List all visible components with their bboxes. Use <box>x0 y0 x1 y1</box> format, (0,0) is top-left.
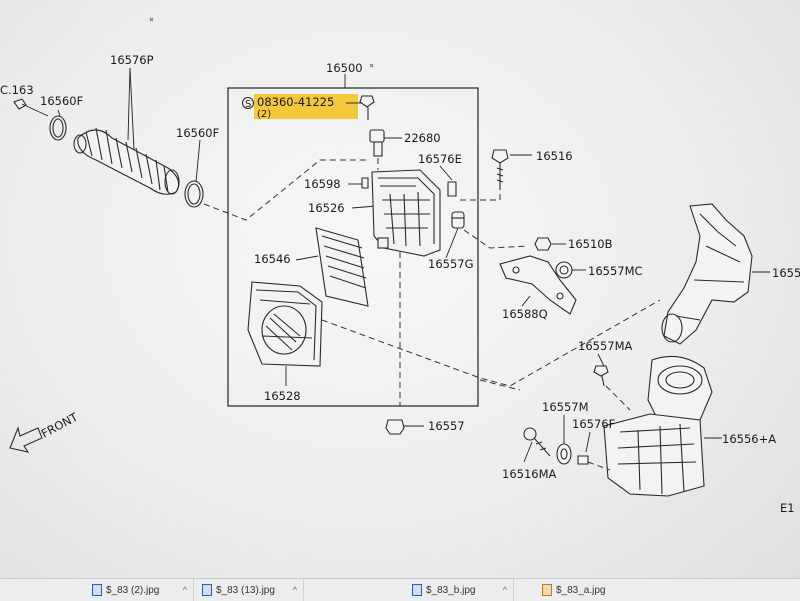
label-16557g: 16557G <box>428 257 474 271</box>
taskbar-item-label: $_83_b.jpg <box>426 584 476 596</box>
grommet-16557mc <box>555 261 573 279</box>
highlight-marker <box>254 94 358 119</box>
label-16528: 16528 <box>264 389 301 403</box>
nut-16510b <box>534 237 552 251</box>
taskbar-item-label: $_83 (13).jpg <box>216 584 275 596</box>
label-16557mc: 16557MC <box>588 264 643 278</box>
chevron-up-icon: ^ <box>502 585 507 595</box>
grommet-16598 <box>361 177 369 189</box>
label-16557m: 16557M <box>542 400 589 414</box>
taskbar-item-2[interactable]: $_83 (13).jpg ^ <box>194 579 304 601</box>
label-16516: 16516 <box>536 149 573 163</box>
airflow-sensor <box>369 129 385 157</box>
taskbar-item-1[interactable]: $_83 (2).jpg ^ <box>84 579 194 601</box>
taskbar-item-4[interactable]: $_83_a.jpg <box>534 579 610 601</box>
upper-housing <box>371 169 441 257</box>
intake-duct <box>73 127 180 195</box>
label-front: FRONT <box>39 409 81 440</box>
label-16576f: 16576F <box>572 417 615 431</box>
bracket-16576f <box>577 455 589 465</box>
bracket-16588q <box>499 255 577 315</box>
taskbar-item-label: $_83 (2).jpg <box>106 584 160 596</box>
taskbar-item-3[interactable]: $_83_b.jpg ^ <box>404 579 514 601</box>
label-bolt-code: 08360-41225 <box>257 95 334 109</box>
front-arrow-icon <box>9 426 43 453</box>
image-file-icon <box>542 584 552 596</box>
label-16556a: 16556+A <box>722 432 776 446</box>
resonator <box>603 355 713 497</box>
label-16510b: 16510B <box>568 237 613 251</box>
label-e1: E1 <box>780 501 795 515</box>
image-file-icon <box>92 584 102 596</box>
grommet-16557g <box>451 211 465 229</box>
bolt-16557ma <box>593 365 609 387</box>
label-c163: C.163 <box>0 83 34 97</box>
lower-housing <box>247 281 323 367</box>
clamp-right <box>184 180 204 208</box>
bracket-16576e <box>447 181 457 197</box>
grommet-16557 <box>385 419 405 435</box>
label-16500: 16500 <box>326 61 363 75</box>
screw-symbol-icon <box>242 97 254 109</box>
bolt-16516 <box>491 149 509 190</box>
chevron-up-icon: ^ <box>182 585 187 595</box>
label-16576e: 16576E <box>418 152 462 166</box>
screw-symbol: S <box>245 99 251 110</box>
air-filter-element <box>315 227 369 307</box>
label-22680: 22680 <box>404 131 441 145</box>
image-file-icon <box>412 584 422 596</box>
label-16588q: 16588Q <box>502 307 548 321</box>
label-16598: 16598 <box>304 177 341 191</box>
label-16516ma: 16516MA <box>502 467 557 481</box>
label-1655: 1655 <box>772 266 800 280</box>
image-file-icon <box>202 584 212 596</box>
assembly-box <box>227 87 479 407</box>
label-16526: 16526 <box>308 201 345 215</box>
label-16557ma: 16557MA <box>578 339 633 353</box>
label-16560f-left: 16560F <box>40 94 83 108</box>
chevron-up-icon: ^ <box>292 585 297 595</box>
bolt-16516ma <box>523 427 551 457</box>
label-16576p: 16576P <box>110 53 154 67</box>
label-16557: 16557 <box>428 419 465 433</box>
clamp-left <box>49 115 67 141</box>
label-bolt-qty: (2) <box>257 109 271 120</box>
clip-icon <box>13 98 27 110</box>
grommet-16557m <box>556 443 572 465</box>
label-16546: 16546 <box>254 252 291 266</box>
inlet-duct-right <box>661 203 753 345</box>
taskbar-item-label: $_83_a.jpg <box>556 584 606 596</box>
label-16560f-right: 16560F <box>176 126 219 140</box>
taskbar: $_83 (2).jpg ^ $_83 (13).jpg ^ $_83_b.jp… <box>0 578 800 601</box>
screw-part <box>359 95 375 120</box>
